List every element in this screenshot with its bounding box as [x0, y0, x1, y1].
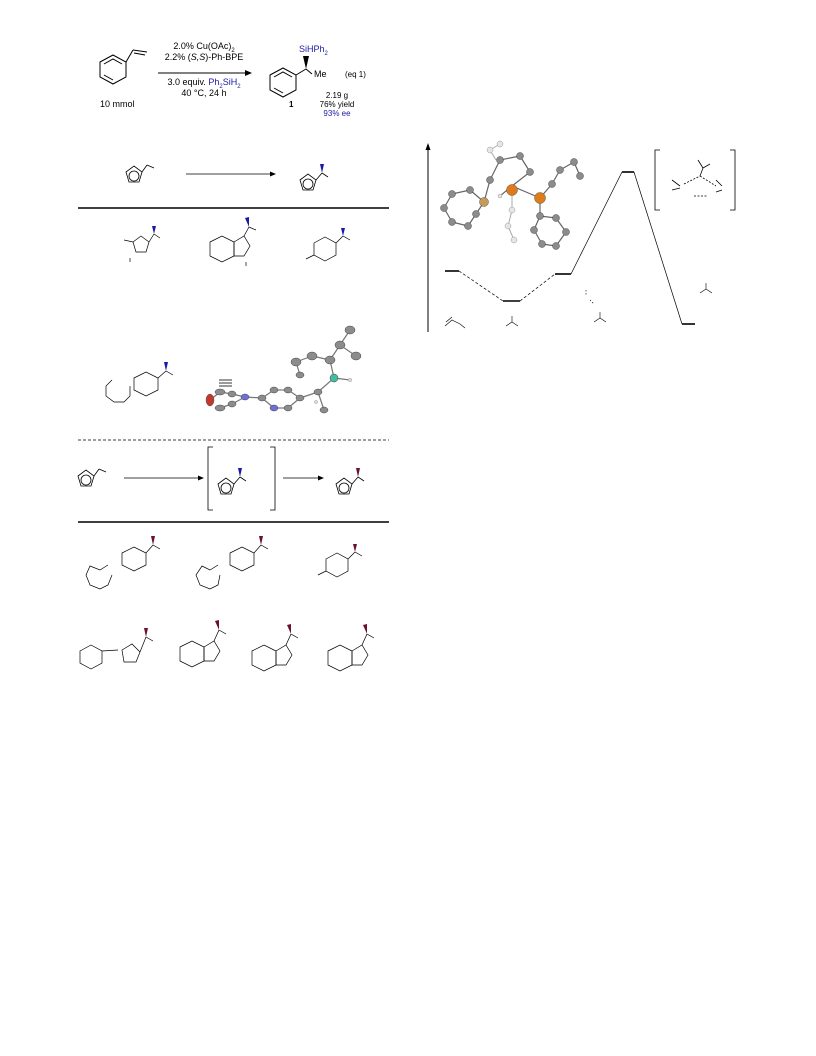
crystal-structure-b — [205, 325, 362, 414]
scope-a-thiophene — [123, 226, 161, 262]
compound-number: 1 — [289, 100, 294, 109]
product-methyl-label: Me — [314, 69, 327, 79]
condition-ligand: 2.2% (S,S)-Ph-BPE — [164, 52, 244, 62]
equivalence-sign — [219, 379, 232, 387]
energy-axis — [425, 143, 431, 332]
product-ee: 93% ee — [323, 109, 351, 118]
reaction-arrow — [158, 70, 252, 76]
condition-temperature: 40 °C, 24 h — [181, 88, 227, 98]
scope-c-benzofused-1 — [179, 620, 227, 668]
scheme-a-arrow — [186, 171, 276, 177]
substrate-amount: 10 mmol — [100, 99, 135, 109]
transition-state-model — [440, 140, 584, 250]
scope-c-benzofused-2 — [251, 624, 299, 672]
scheme-c-intermediate — [217, 468, 247, 495]
transition-state-bracket — [654, 149, 736, 211]
energy-levels — [445, 171, 695, 325]
scope-c-aryl-thiophene — [79, 628, 154, 670]
scheme-c-arrow-1 — [124, 475, 204, 481]
scope-a-benzothiophene — [209, 217, 257, 266]
intermediate-bracket — [207, 446, 276, 511]
product-yield: 76% yield — [319, 100, 355, 109]
scope-c-morpholinyl-1 — [85, 536, 161, 590]
scheme-c-substrate — [77, 468, 107, 487]
condition-catalyst: 2.0% Cu(OAc)2 — [173, 41, 235, 54]
product-1-structure — [269, 56, 313, 98]
profile-fragments — [444, 283, 713, 329]
scope-c-benzofused-3 — [327, 624, 375, 672]
scope-c-morpholinyl-2 — [195, 536, 269, 590]
scheme-a-substrate — [125, 164, 155, 183]
equation-label: (eq 1) — [345, 70, 366, 79]
condition-silane: 3.0 equiv. Ph2SiH2 — [167, 77, 241, 90]
scheme-c-arrow-2 — [283, 475, 324, 481]
energy-connectors — [458, 171, 683, 325]
styrene-structure — [99, 49, 148, 85]
product-mass: 2.19 g — [325, 91, 349, 100]
scope-c-tolyl — [317, 544, 363, 578]
scheme-a-product — [299, 164, 329, 191]
product-silyl-label: SiHPh2 — [299, 44, 328, 57]
scope-a-tolyl — [305, 228, 351, 262]
scheme-c-product — [335, 468, 365, 495]
scope-b-substrate — [105, 362, 174, 403]
